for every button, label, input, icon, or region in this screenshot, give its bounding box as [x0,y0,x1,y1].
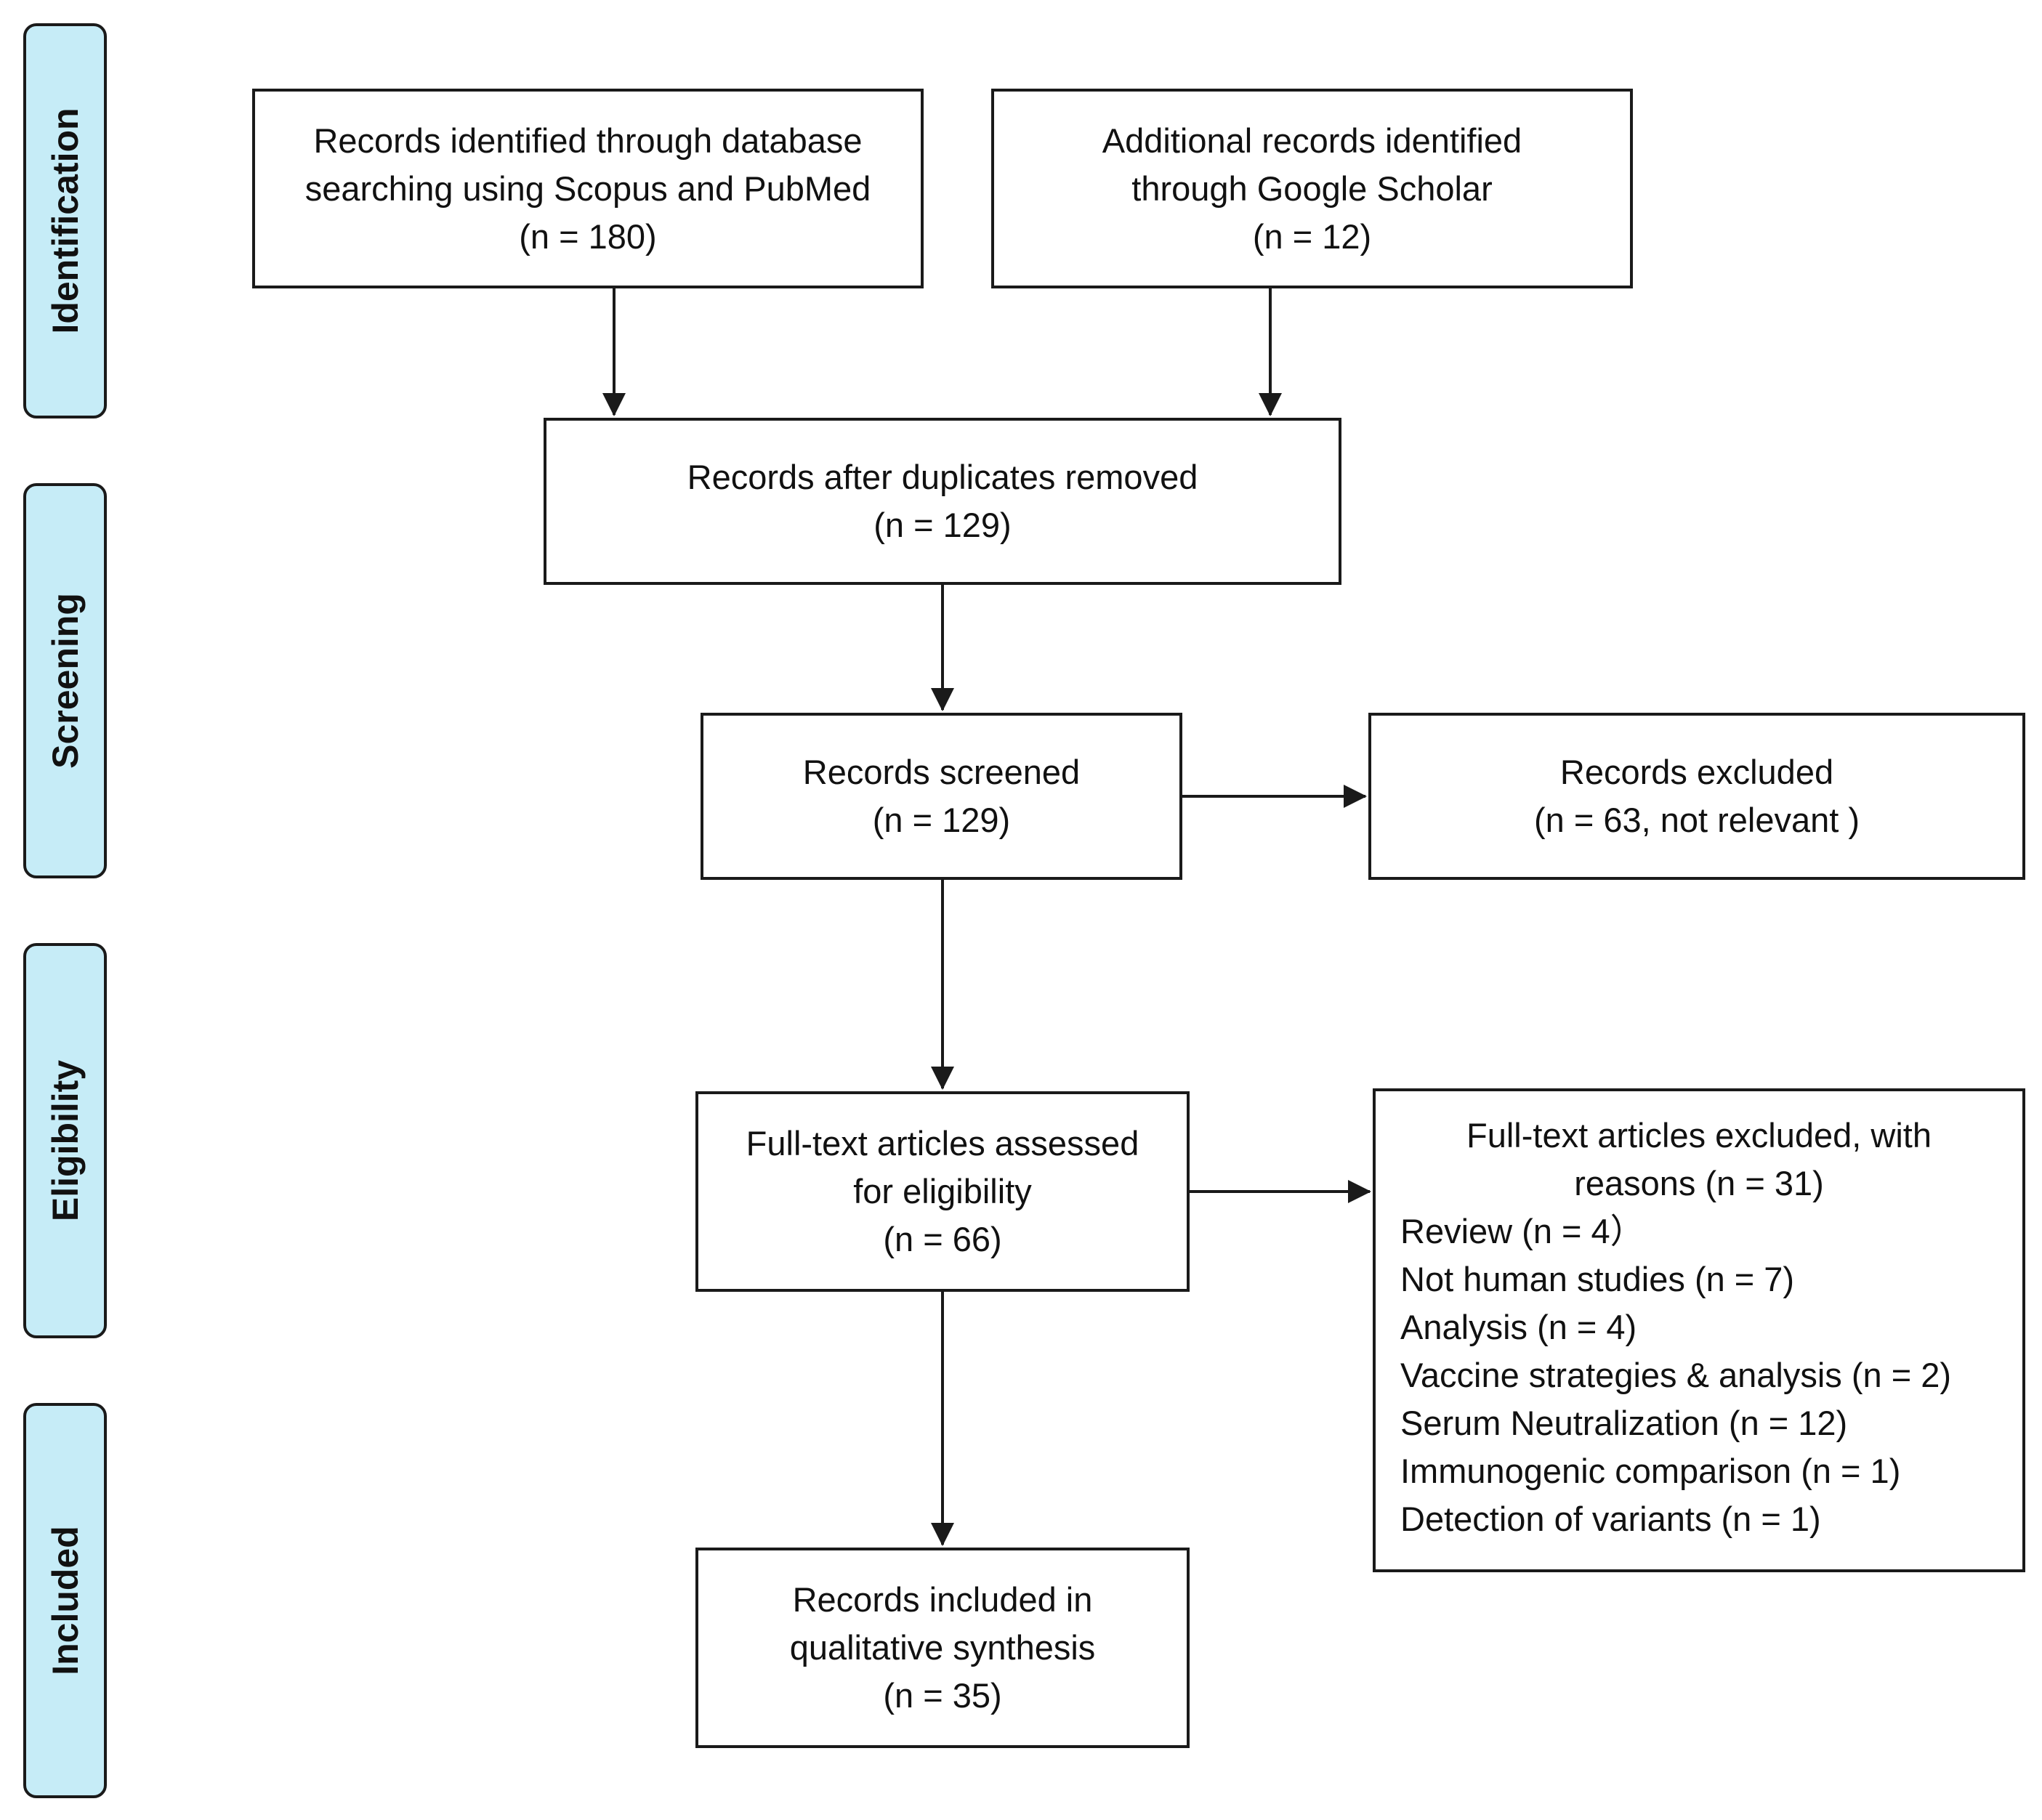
box-full-text-assessed: Full-text articles assessed for eligibil… [695,1091,1190,1292]
exclusion-reason-analysis: Analysis (n = 4) [1400,1308,1637,1346]
exclusion-reason-detection-of-variants: Detection of variants (n = 1) [1400,1500,1821,1538]
exclusion-reason-immunogenic-comparison: Immunogenic comparison (n = 1) [1400,1452,1901,1490]
exclusion-reason-serum-neutralization: Serum Neutralization (n = 12) [1400,1404,1848,1442]
exclusion-reason-review: Review (n = 4） [1400,1212,1645,1250]
box-additional-records-line-2: through Google Scholar [1131,169,1493,208]
box-full-text-assessed-line-2: for eligibility [853,1172,1032,1210]
box-database-records: Records identified through database sear… [252,89,924,288]
phase-eligibility: Eligibility [23,943,107,1338]
box-full-text-excluded-header-1: Full-text articles excluded, with [1466,1116,1932,1154]
box-after-duplicates-line-1: Records after duplicates removed [687,458,1198,496]
box-additional-records-line-1: Additional records identified [1102,121,1522,160]
exclusion-reason-vaccine-strategies: Vaccine strategies & analysis (n = 2) [1400,1356,1952,1394]
box-database-records-line-2: searching using Scopus and PubMed [304,169,871,208]
box-full-text-excluded: Full-text articles excluded, with reason… [1373,1088,2025,1572]
phase-screening: Screening [23,483,107,878]
box-records-screened-line-1: Records screened [802,753,1081,791]
box-after-duplicates: Records after duplicates removed (n = 12… [544,418,1341,585]
box-records-included-line-1: Records included in [792,1580,1093,1619]
box-records-excluded-line-1: Records excluded [1559,753,1834,791]
box-records-included: Records included in qualitative synthesi… [695,1548,1190,1748]
box-records-included-count: (n = 35) [883,1676,1002,1715]
box-full-text-assessed-line-1: Full-text articles assessed [746,1124,1139,1162]
box-records-excluded-count: (n = 63, not relevant ) [1533,801,1860,839]
box-after-duplicates-count: (n = 129) [873,506,1012,544]
box-records-screened-count: (n = 129) [872,801,1011,839]
box-full-text-excluded-header-2: reasons (n = 31) [1574,1164,1824,1202]
phase-identification: Identification [23,23,107,418]
box-records-screened: Records screened (n = 129) [701,713,1182,880]
box-database-records-count: (n = 180) [519,217,657,256]
box-records-included-line-2: qualitative synthesis [789,1628,1096,1667]
exclusion-reasons-list: Review (n = 4） Not human studies (n = 7)… [1376,1208,1951,1543]
box-additional-records-count: (n = 12) [1252,217,1372,256]
phase-included: Included [23,1403,107,1798]
box-database-records-line-1: Records identified through database [313,121,863,160]
box-full-text-assessed-count: (n = 66) [883,1220,1002,1258]
exclusion-reason-not-human: Not human studies (n = 7) [1400,1260,1795,1298]
box-records-excluded: Records excluded (n = 63, not relevant ) [1368,713,2025,880]
box-additional-records: Additional records identified through Go… [991,89,1633,288]
